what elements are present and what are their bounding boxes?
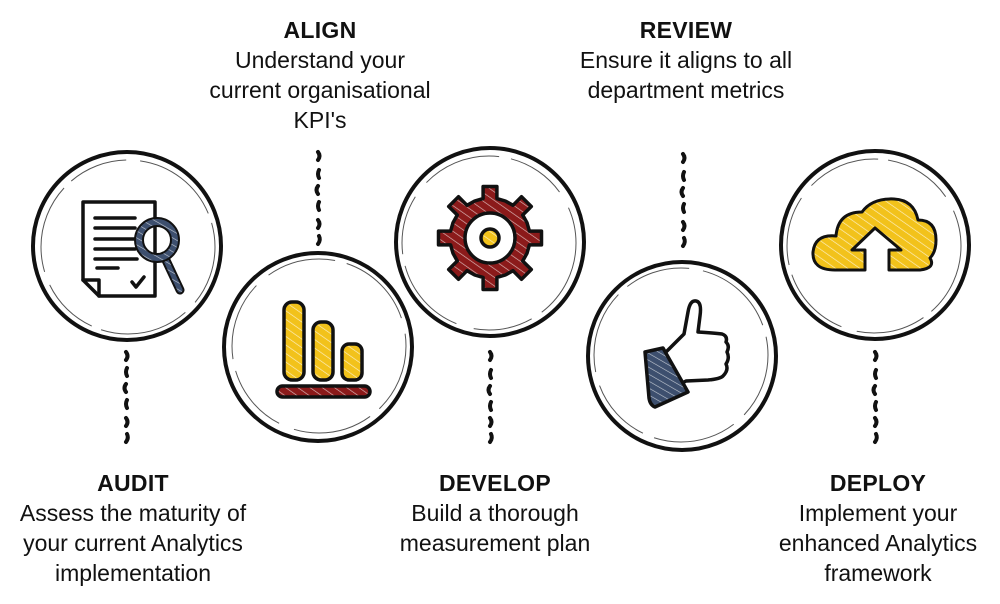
step-description-line: measurement plan [399, 530, 591, 556]
step-label-audit: AUDIT Assess the maturity of your curren… [0, 468, 266, 588]
step-title: REVIEW [639, 17, 733, 43]
step-circle-deploy [779, 149, 971, 341]
step-description-line: framework [824, 560, 932, 586]
connector-deploy [871, 350, 879, 444]
step-description-line: Ensure it aligns to all [579, 47, 793, 73]
connector-develop [486, 350, 494, 444]
step-description-line: KPI's [293, 107, 347, 133]
step-description-line: current organisational [209, 77, 431, 103]
bar-chart-icon [275, 300, 372, 399]
step-label-develop: DEVELOP Build a thorough measurement pla… [370, 468, 620, 558]
document-search-icon [81, 200, 185, 298]
step-description-line: Understand your [234, 47, 406, 73]
step-label-review: REVIEW Ensure it aligns to all departmen… [555, 15, 817, 105]
step-title: DEPLOY [829, 470, 927, 496]
step-title: DEVELOP [438, 470, 551, 496]
step-description-line: enhanced Analytics [778, 530, 978, 556]
step-title: AUDIT [97, 470, 169, 496]
step-description-line: Build a thorough [411, 500, 579, 526]
step-description-line: your current Analytics [23, 530, 243, 556]
step-description-line: Assess the maturity of [19, 500, 247, 526]
step-label-deploy: DEPLOY Implement your enhanced Analytics… [760, 468, 996, 588]
step-label-align: ALIGN Understand your current organisati… [200, 15, 440, 135]
connector-review [679, 152, 687, 248]
step-description-line: Implement your [798, 500, 958, 526]
step-description-line: implementation [55, 560, 211, 586]
thumbs-up-icon [643, 299, 731, 409]
connector-audit [122, 350, 130, 444]
step-description-line: department metrics [587, 77, 785, 103]
step-title: ALIGN [283, 17, 357, 43]
gear-icon [436, 184, 544, 292]
cloud-upload-icon [811, 197, 938, 272]
connector-align [314, 150, 322, 246]
